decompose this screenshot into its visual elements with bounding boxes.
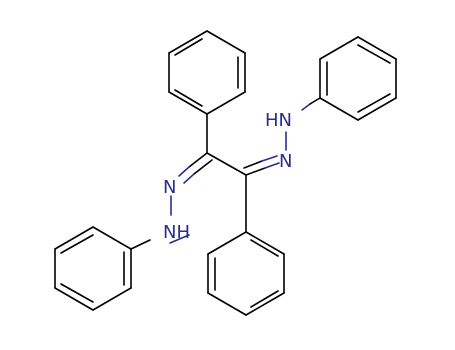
nh-phenyl-bond-top bbox=[301, 97, 321, 111]
imine-bond-top bbox=[243, 155, 280, 176]
phenyl-ring-bottom-left bbox=[54, 226, 132, 311]
central-bonds bbox=[206, 113, 247, 233]
nh-phenyl-bond-bottom bbox=[130, 234, 190, 250]
nh-label-top: HN bbox=[265, 110, 292, 131]
n-label-bottom: N bbox=[163, 177, 176, 198]
phenyl-ring-bottom-center bbox=[207, 231, 285, 316]
phenyl-ring-top-center bbox=[168, 30, 246, 115]
imine-bond-bottom bbox=[178, 152, 213, 184]
phenyl-ring-top-right bbox=[319, 36, 397, 121]
nh-label-bottom: NH bbox=[163, 222, 190, 243]
n-label-top: N bbox=[279, 151, 292, 172]
